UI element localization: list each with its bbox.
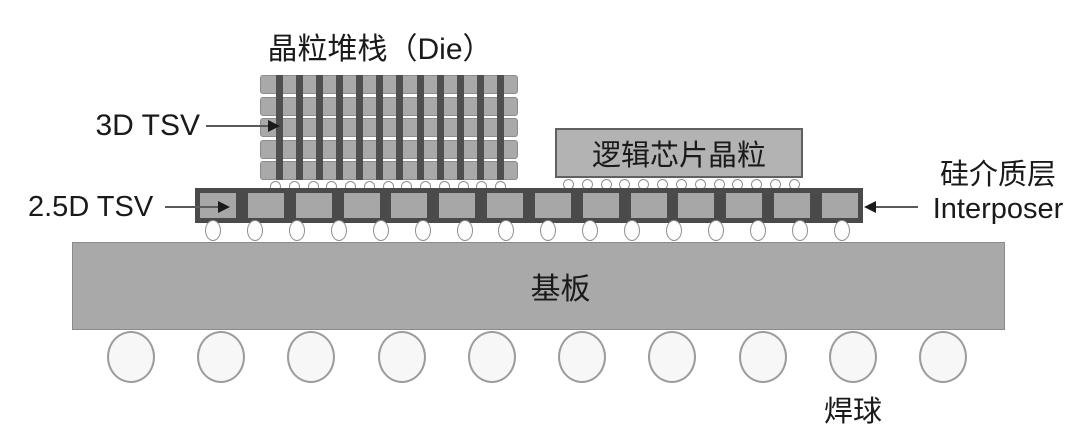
solder-ball	[828, 331, 877, 383]
interposer	[195, 188, 863, 223]
die-layer	[260, 118, 518, 137]
solder-ball	[558, 331, 607, 383]
tsv-column	[496, 75, 504, 180]
substrate: 基板	[72, 242, 1005, 330]
tsv-column	[416, 75, 424, 180]
c4-bump	[749, 219, 766, 241]
tsv-column	[336, 75, 344, 180]
arrow-interposer	[864, 201, 918, 213]
c4-bump	[414, 219, 431, 241]
solder-ball	[197, 331, 246, 383]
c4-bump	[791, 219, 808, 241]
tsv-column	[396, 75, 404, 180]
die-stack	[260, 75, 518, 180]
c4-bump	[540, 219, 557, 241]
die-stack-microbumps	[270, 180, 506, 192]
tsv-column	[356, 75, 364, 180]
tsv-column	[296, 75, 304, 180]
c4-bump	[582, 219, 599, 241]
interposer-tsv-blocks	[200, 193, 858, 218]
interposer-block	[630, 193, 667, 218]
interposer-block	[582, 193, 619, 218]
c4-bump	[205, 219, 221, 241]
tsv-column	[316, 75, 324, 180]
label-solder-ball: 焊球	[823, 396, 882, 428]
arrow-3d-tsv	[206, 120, 280, 132]
solder-ball	[377, 331, 426, 383]
solder-ball	[107, 331, 155, 383]
interposer-block	[821, 193, 858, 218]
tsv-column	[436, 75, 444, 180]
label-interposer: 硅介质层 Interposer	[920, 158, 1076, 226]
solder-ball	[738, 331, 787, 383]
c4-bump	[498, 219, 515, 241]
c4-bump	[833, 219, 850, 241]
solder-ball	[648, 331, 697, 383]
interposer-block	[247, 193, 284, 218]
die-layer	[260, 139, 518, 159]
arrow-2-5d-tsv	[165, 201, 230, 213]
interposer-block	[774, 193, 811, 218]
substrate-label: 基板	[530, 273, 591, 306]
interposer-block	[534, 193, 571, 218]
interposer-block	[439, 193, 476, 218]
interposer-block	[295, 193, 332, 218]
solder-ball	[918, 331, 967, 383]
label-interposer-en: Interposer	[932, 193, 1064, 225]
interposer-bumps	[205, 219, 850, 241]
solder-ball	[467, 331, 516, 383]
c4-bump	[372, 219, 389, 241]
solder-ball-row	[107, 331, 967, 383]
die-layer	[260, 96, 518, 116]
die-stack-title: 晶粒堆栈（Die）	[267, 33, 493, 66]
label-3d-tsv: 3D TSV	[95, 109, 201, 142]
label-interposer-cn: 硅介质层	[939, 159, 1056, 191]
die-stack-layers	[260, 75, 518, 180]
die-stack-tsv-columns	[276, 75, 504, 180]
c4-bump	[288, 219, 305, 241]
interposer-block	[391, 193, 428, 218]
die-layer	[260, 161, 518, 180]
tsv-column	[476, 75, 484, 180]
c4-bump	[330, 219, 347, 241]
c4-bump	[246, 219, 263, 241]
die-layer	[260, 75, 518, 94]
logic-die: 逻辑芯片晶粒	[555, 128, 803, 178]
c4-bump	[624, 219, 641, 241]
label-2-5d-tsv: 2.5D TSV	[28, 191, 154, 223]
interposer-block	[726, 193, 763, 218]
interposer-block	[487, 193, 524, 218]
tsv-column	[456, 75, 464, 180]
solder-ball	[287, 331, 336, 383]
interposer-block	[678, 193, 715, 218]
interposer-block	[343, 193, 380, 218]
tsv-column	[376, 75, 384, 180]
c4-bump	[708, 219, 725, 241]
logic-die-label: 逻辑芯片晶粒	[591, 140, 766, 172]
c4-bump	[666, 219, 683, 241]
c4-bump	[456, 219, 473, 241]
